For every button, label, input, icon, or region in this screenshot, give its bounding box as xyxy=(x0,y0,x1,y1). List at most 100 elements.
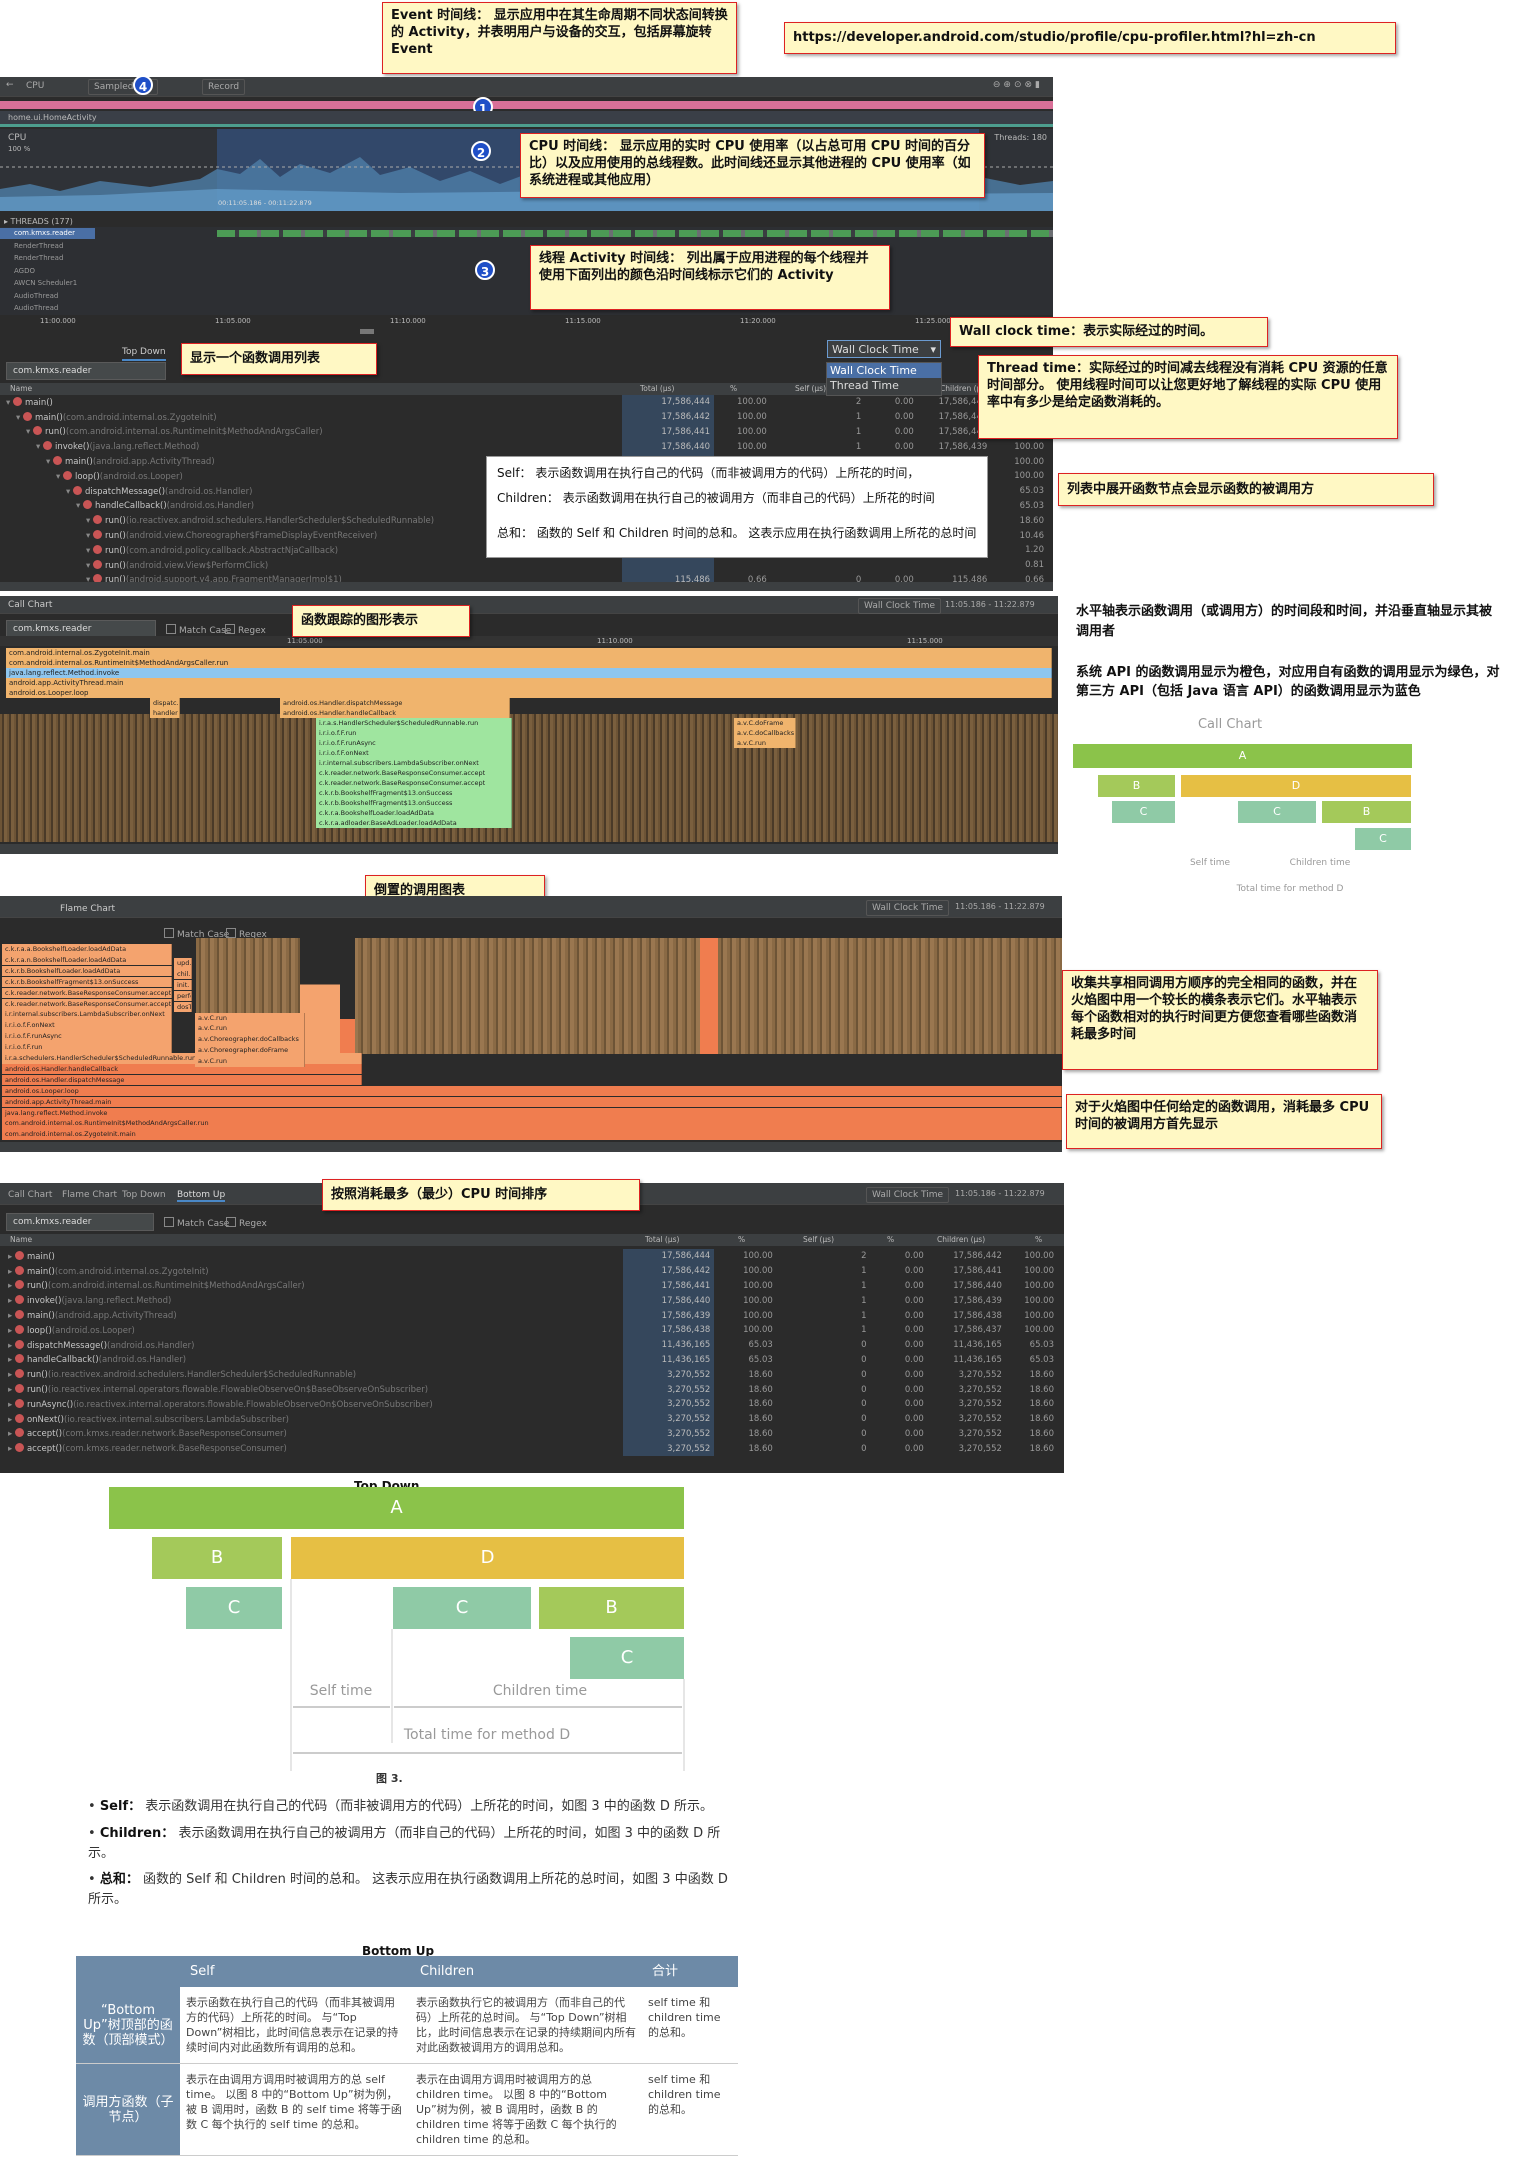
callchart-method-bar[interactable]: c.k.r.a.adloader.BaseAdLoader.loadAdData xyxy=(316,818,512,828)
callchart-method-bar[interactable]: c.k.reader.network.BaseResponseConsumer.… xyxy=(316,768,512,778)
callchart-method-bar[interactable]: a.v.C.run xyxy=(734,738,796,748)
table-row[interactable]: ▸ handleCallback()(android.os.Handler)11… xyxy=(0,1352,1058,1368)
table-row[interactable]: ▾ invoke()(java.lang.reflect.Method)17,5… xyxy=(0,439,1048,455)
bu-col-name[interactable]: Name xyxy=(10,1235,33,1244)
callchart-method-bar[interactable]: c.k.reader.network.BaseResponseConsumer.… xyxy=(316,778,512,788)
thread-name[interactable]: com.kmxs.reader xyxy=(14,229,76,237)
table-row[interactable]: ▾ run()(com.android.internal.os.RuntimeI… xyxy=(0,424,1048,440)
option-thread-time[interactable]: Thread Time xyxy=(830,379,899,392)
col-children[interactable]: Children (μs) xyxy=(940,384,989,393)
table-row[interactable]: ▾ main()17,586,444100.0020.0017,586,4421… xyxy=(0,395,1048,410)
flame-bar[interactable]: c.k.r.a.a.BookshelfLoader.loadAdData xyxy=(2,944,172,955)
expand-arrow-icon[interactable]: ▸ xyxy=(8,1340,15,1351)
expand-arrow-icon[interactable]: ▸ xyxy=(8,1399,15,1410)
expand-arrow-icon[interactable]: ▸ xyxy=(8,1355,15,1366)
callchart-method-bar[interactable]: android.os.Handler.handleCallback xyxy=(280,708,510,718)
option-wall-clock[interactable]: Wall Clock Time xyxy=(827,363,941,378)
thread-name[interactable]: RenderThread xyxy=(14,241,64,250)
flame-tab[interactable]: Flame Chart xyxy=(60,904,116,914)
flame-bar[interactable]: c.k.r.b.BookshelfFragment$13.onSuccess xyxy=(2,976,172,988)
col-total[interactable]: Total (μs) xyxy=(640,384,675,393)
bottomup-search-input[interactable]: com.kmxs.reader xyxy=(6,1213,154,1231)
table-row[interactable]: ▸ main()(com.android.internal.os.ZygoteI… xyxy=(0,1263,1058,1279)
flame-bar[interactable]: i.r.i.o.f.F.runAsync xyxy=(2,1031,172,1042)
expand-arrow-icon[interactable]: ▾ xyxy=(36,442,43,453)
callchart-regex[interactable]: Regex xyxy=(225,624,266,636)
table-row[interactable]: ▸ run()(io.reactivex.android.schedulers.… xyxy=(0,1367,1058,1383)
callchart-method-bar[interactable]: c.k.r.b.BookshelfFragment$13.onSuccess xyxy=(316,788,512,798)
expand-arrow-icon[interactable]: ▸ xyxy=(8,1414,15,1425)
callchart-method-bar[interactable]: dispatc. xyxy=(150,698,180,708)
col-self[interactable]: Self (μs) xyxy=(795,384,827,393)
col-name[interactable]: Name xyxy=(10,384,33,393)
callchart-method-bar[interactable]: c.k.r.b.BookshelfFragment$13.onSuccess xyxy=(316,798,512,808)
expand-arrow-icon[interactable]: ▾ xyxy=(86,545,93,556)
doc-url-note[interactable]: https://developer.android.com/studio/pro… xyxy=(784,22,1396,54)
thread-name[interactable]: AudioThread xyxy=(14,304,59,312)
bottomup-time-dropdown[interactable]: Wall Clock Time xyxy=(866,1187,950,1203)
bu-col-total[interactable]: Total (μs) xyxy=(645,1235,680,1244)
cpu-selector[interactable]: CPU xyxy=(26,81,45,91)
flame-bar[interactable]: i.r.a.schedulers.HandlerScheduler$Schedu… xyxy=(2,1053,362,1064)
callchart-bar[interactable]: com.android.internal.os.ZygoteInit.main xyxy=(6,648,1052,658)
table-row[interactable]: ▸ main()(android.app.ActivityThread)17,5… xyxy=(0,1308,1058,1323)
flame-bar[interactable]: android.os.Handler.dispatchMessage xyxy=(2,1074,362,1086)
table-row[interactable]: ▸ run()(com.android.internal.os.RuntimeI… xyxy=(0,1278,1058,1294)
flame-bar[interactable]: android.os.Handler.handleCallback xyxy=(2,1063,362,1075)
thread-name[interactable]: AGDO xyxy=(14,266,35,275)
thread-name[interactable]: AWCN Scheduler1 xyxy=(14,279,78,287)
flame-match-case[interactable]: Match Case xyxy=(164,928,229,940)
callchart-method-bar[interactable]: i.r.internal.subscribers.LambdaSubscribe… xyxy=(316,758,512,768)
col-total-pct[interactable]: % xyxy=(730,384,738,393)
flame-bar[interactable]: java.lang.reflect.Method.invoke xyxy=(2,1107,1062,1118)
flame-bar[interactable]: com.android.internal.os.ZygoteInit.main xyxy=(2,1129,1062,1140)
table-row[interactable]: ▾ run()(android.view.View$PerformClick)0… xyxy=(0,557,1048,573)
bu-col-self-pct[interactable]: % xyxy=(887,1235,895,1244)
callchart-method-bar[interactable]: a.v.C.doCallbacks xyxy=(734,728,796,738)
expand-arrow-icon[interactable]: ▸ xyxy=(8,1266,15,1277)
callchart-method-bar[interactable]: handler xyxy=(150,708,180,718)
table-row[interactable]: ▸ invoke()(java.lang.reflect.Method)17,5… xyxy=(0,1293,1058,1309)
flame-time-dropdown[interactable]: Wall Clock Time xyxy=(866,900,950,916)
tab-topdown[interactable]: Top Down xyxy=(122,1190,166,1200)
callchart-method-bar[interactable]: a.v.C.doFrame xyxy=(734,718,796,728)
expand-arrow-icon[interactable]: ▾ xyxy=(56,471,63,482)
flame-side-bar[interactable]: a.v.C.run xyxy=(195,1012,305,1023)
flame-side-bar[interactable]: a.v.Choreographer.doCallbacks xyxy=(195,1034,305,1045)
callchart-method-bar[interactable]: c.k.r.a.BookshelfLoader.loadAdData xyxy=(316,808,512,818)
flame-side-bar[interactable]: upd. xyxy=(174,958,192,969)
thread-name[interactable]: RenderThread xyxy=(14,254,64,262)
bottomup-match-case[interactable]: Match Case xyxy=(164,1217,229,1229)
expand-arrow-icon[interactable]: ▾ xyxy=(16,412,23,423)
expand-arrow-icon[interactable]: ▾ xyxy=(86,575,93,586)
thread-row-selected[interactable] xyxy=(0,228,95,239)
table-row[interactable]: ▸ runAsync()(io.reactivex.internal.opera… xyxy=(0,1396,1058,1412)
tab-bottomup[interactable]: Bottom Up xyxy=(177,1190,226,1202)
method-search-input[interactable]: com.kmxs.reader xyxy=(6,362,166,380)
callchart-method-bar[interactable]: i.r.i.o.f.F.runAsync xyxy=(316,738,512,748)
expand-arrow-icon[interactable]: ▾ xyxy=(86,516,93,527)
flame-bar[interactable]: c.k.r.b.BookshelfLoader.loadAdData xyxy=(2,965,172,977)
callchart-bar[interactable]: java.lang.reflect.Method.invoke xyxy=(6,668,1052,678)
table-row[interactable]: ▸ accept()(com.kmxs.reader.network.BaseR… xyxy=(0,1426,1058,1442)
callchart-match-case[interactable]: Match Case xyxy=(166,624,231,636)
topdown-tab[interactable]: Top Down xyxy=(122,347,166,361)
expand-arrow-icon[interactable]: ▸ xyxy=(8,1370,15,1381)
record-button[interactable]: Record xyxy=(202,79,246,95)
flame-bar[interactable]: android.app.ActivityThread.main xyxy=(2,1096,1062,1108)
flame-side-bar[interactable]: a.v.C.run xyxy=(195,1056,305,1067)
time-mode-dropdown[interactable]: Wall Clock Time ▾ xyxy=(827,340,941,358)
table-row[interactable]: ▸ accept()(com.kmxs.reader.network.BaseR… xyxy=(0,1441,1058,1457)
flame-side-bar[interactable]: perfo. xyxy=(174,990,192,1002)
timeline-scrollbar[interactable] xyxy=(360,329,374,334)
table-row[interactable]: ▸ run()(io.reactivex.internal.operators.… xyxy=(0,1382,1058,1397)
expand-arrow-icon[interactable]: ▸ xyxy=(8,1281,15,1292)
expand-arrow-icon[interactable]: ▸ xyxy=(8,1325,15,1336)
bu-col-self[interactable]: Self (μs) xyxy=(803,1235,835,1244)
callchart-tab[interactable]: Call Chart xyxy=(8,600,53,610)
bu-col-children[interactable]: Children (μs) xyxy=(937,1235,986,1244)
expand-arrow-icon[interactable]: ▸ xyxy=(8,1296,15,1307)
expand-arrow-icon[interactable]: ▾ xyxy=(86,560,93,571)
thread-name[interactable]: AudioThread xyxy=(14,291,59,300)
expand-arrow-icon[interactable]: ▾ xyxy=(76,501,83,512)
